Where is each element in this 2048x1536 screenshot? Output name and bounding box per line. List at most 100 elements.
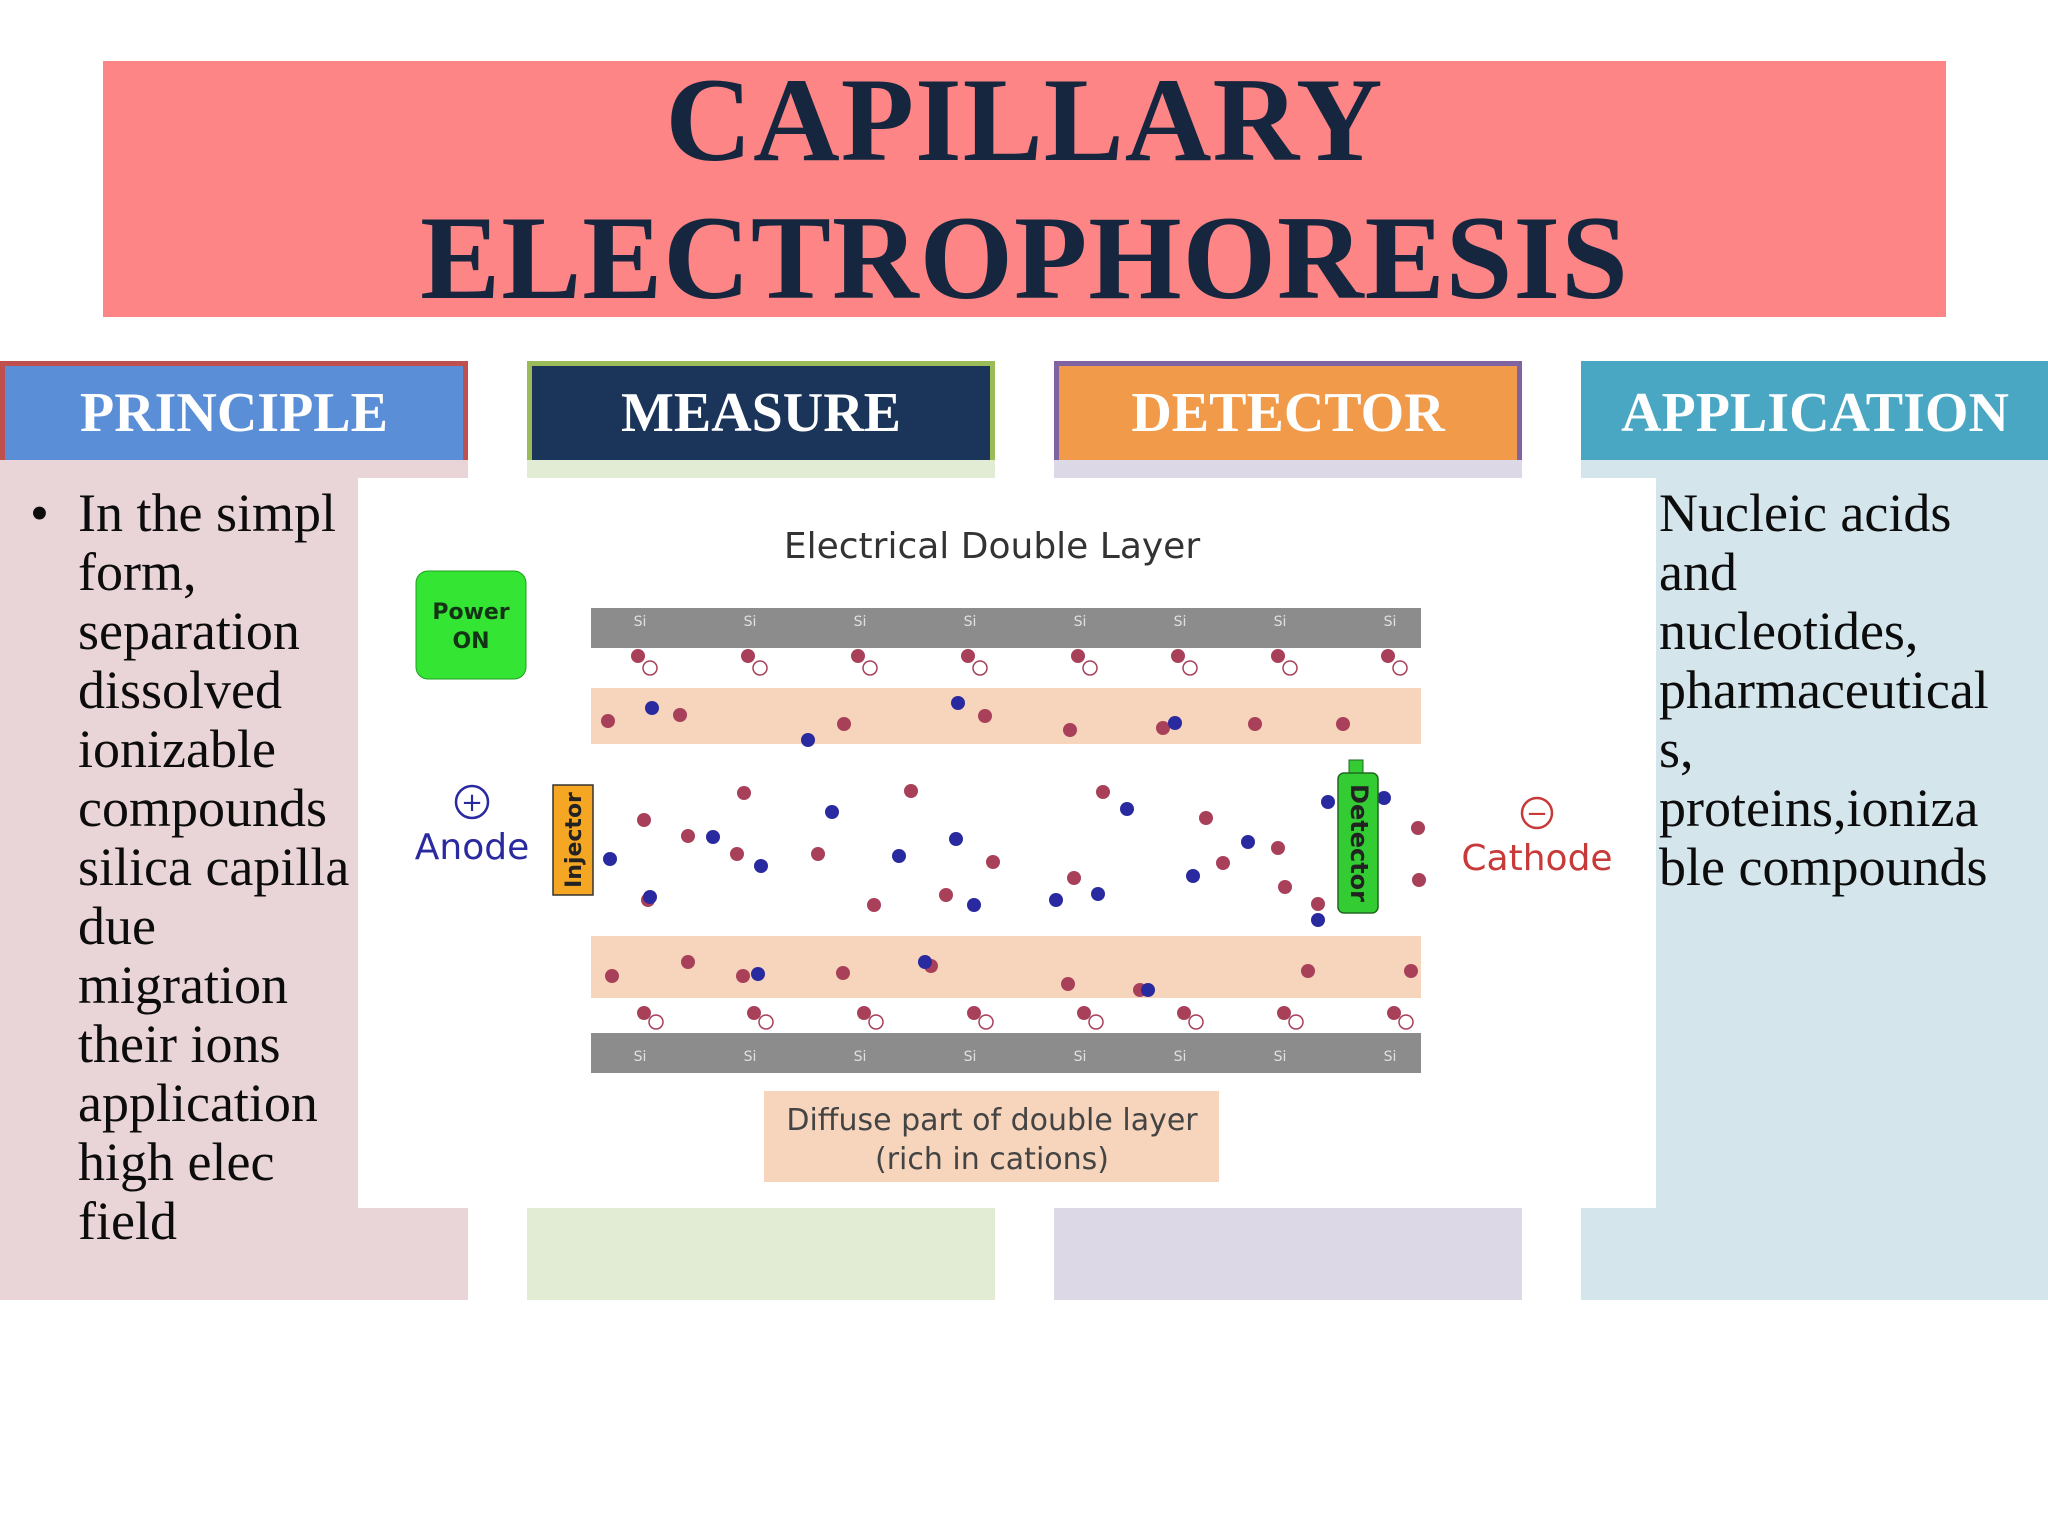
anion-ion — [1321, 795, 1335, 809]
diffuse-label-2: (rich in cations) — [875, 1142, 1109, 1177]
cation-ion — [637, 813, 651, 827]
si-bottom-label: Si — [1274, 1049, 1287, 1065]
cation-ion — [1411, 821, 1425, 835]
wall-anion-site — [1392, 660, 1408, 676]
wall-anion-site — [1082, 660, 1098, 676]
cation-ion — [1412, 873, 1426, 887]
anion-ion — [825, 805, 839, 819]
wall-cation — [631, 649, 645, 663]
diagram-title: Electrical Double Layer — [784, 526, 1200, 567]
si-bottom-label: Si — [744, 1049, 757, 1065]
cation-ion — [1404, 964, 1418, 978]
wall-anion-site — [1182, 660, 1198, 676]
diffuse-band-bottom — [591, 936, 1421, 998]
power-label-2: ON — [452, 629, 489, 654]
application-line: s, — [1659, 719, 1694, 779]
detector — [1337, 772, 1379, 914]
title-banner: CAPILLARY ELECTROPHORESIS — [103, 53, 1946, 324]
anion-ion — [643, 890, 657, 904]
anion-ion — [706, 830, 720, 844]
si-top-label: Si — [1074, 614, 1087, 630]
wall-cation — [1077, 1006, 1091, 1020]
si-bottom-label: Si — [1174, 1049, 1187, 1065]
application-line: and — [1659, 542, 1737, 602]
wall-cation — [1277, 1006, 1291, 1020]
si-top-label: Si — [1384, 614, 1397, 630]
si-bottom-label: Si — [1384, 1049, 1397, 1065]
wall-cation — [741, 649, 755, 663]
detector-header-label: DETECTOR — [1131, 382, 1445, 444]
anion-ion — [1377, 791, 1391, 805]
si-top-label: Si — [1274, 614, 1287, 630]
wall-cation — [961, 649, 975, 663]
cation-ion — [1063, 723, 1077, 737]
anion-ion — [603, 852, 617, 866]
measure-header: MEASURE — [527, 361, 995, 460]
si-top-label: Si — [634, 614, 647, 630]
injector — [552, 784, 594, 896]
detector-header: DETECTOR — [1054, 361, 1522, 460]
principle-header: PRINCIPLE — [0, 361, 468, 460]
anion-ion — [918, 955, 932, 969]
cation-ion — [673, 708, 687, 722]
si-bottom-label: Si — [1074, 1049, 1087, 1065]
cathode-minus-icon — [1520, 796, 1554, 830]
principle-line: silica capilla — [78, 837, 350, 897]
principle-line: due — [78, 896, 156, 956]
anion-ion — [1141, 983, 1155, 997]
wall-anion-site — [1282, 660, 1298, 676]
anion-ion — [1311, 913, 1325, 927]
principle-line: field — [78, 1191, 177, 1251]
cation-ion — [1248, 717, 1262, 731]
bullet: • — [30, 483, 49, 543]
application-column — [1581, 460, 2048, 1300]
cation-ion — [681, 955, 695, 969]
cation-ion — [904, 784, 918, 798]
cation-ion — [1278, 880, 1292, 894]
cation-ion — [601, 714, 615, 728]
application-line: nucleotides, — [1659, 601, 1919, 661]
anode-plus-icon — [454, 784, 490, 820]
injector-label: Injector — [562, 792, 587, 888]
principle-line: dissolved — [78, 660, 283, 720]
wall-anion-site — [972, 660, 988, 676]
anion-ion — [1049, 893, 1063, 907]
wall-cation — [967, 1006, 981, 1020]
wall-cation — [747, 1006, 761, 1020]
application-line: proteins,ioniza — [1659, 778, 1979, 838]
cation-ion — [1199, 811, 1213, 825]
anion-ion — [645, 701, 659, 715]
anion-ion — [1120, 802, 1134, 816]
wall-anion-site — [868, 1014, 884, 1030]
cation-ion — [837, 717, 851, 731]
wall-cation — [637, 1006, 651, 1020]
cation-ion — [1216, 856, 1230, 870]
detector-label: Detector — [1345, 784, 1373, 902]
anion-ion — [754, 859, 768, 873]
wall-anion-site — [1088, 1014, 1104, 1030]
cation-ion — [1067, 871, 1081, 885]
wall-anion-site — [1188, 1014, 1204, 1030]
cation-ion — [811, 847, 825, 861]
detector-cap — [1348, 759, 1364, 775]
anion-ion — [892, 849, 906, 863]
principle-line: ionizable — [78, 719, 276, 779]
wall-anion-site — [642, 660, 658, 676]
bottom-wall — [591, 1033, 1421, 1073]
principle-line: compounds — [78, 778, 327, 838]
wall-cation — [1177, 1006, 1191, 1020]
cation-ion — [681, 829, 695, 843]
wall-cation — [857, 1006, 871, 1020]
anion-ion — [949, 832, 963, 846]
cation-ion — [1311, 897, 1325, 911]
cation-ion — [986, 855, 1000, 869]
cation-ion — [867, 898, 881, 912]
wall-anion-site — [862, 660, 878, 676]
cation-ion — [939, 888, 953, 902]
cation-ion — [978, 709, 992, 723]
anode-label: Anode — [415, 827, 529, 868]
anion-ion — [751, 967, 765, 981]
cation-ion — [730, 847, 744, 861]
power-button[interactable] — [415, 570, 527, 680]
